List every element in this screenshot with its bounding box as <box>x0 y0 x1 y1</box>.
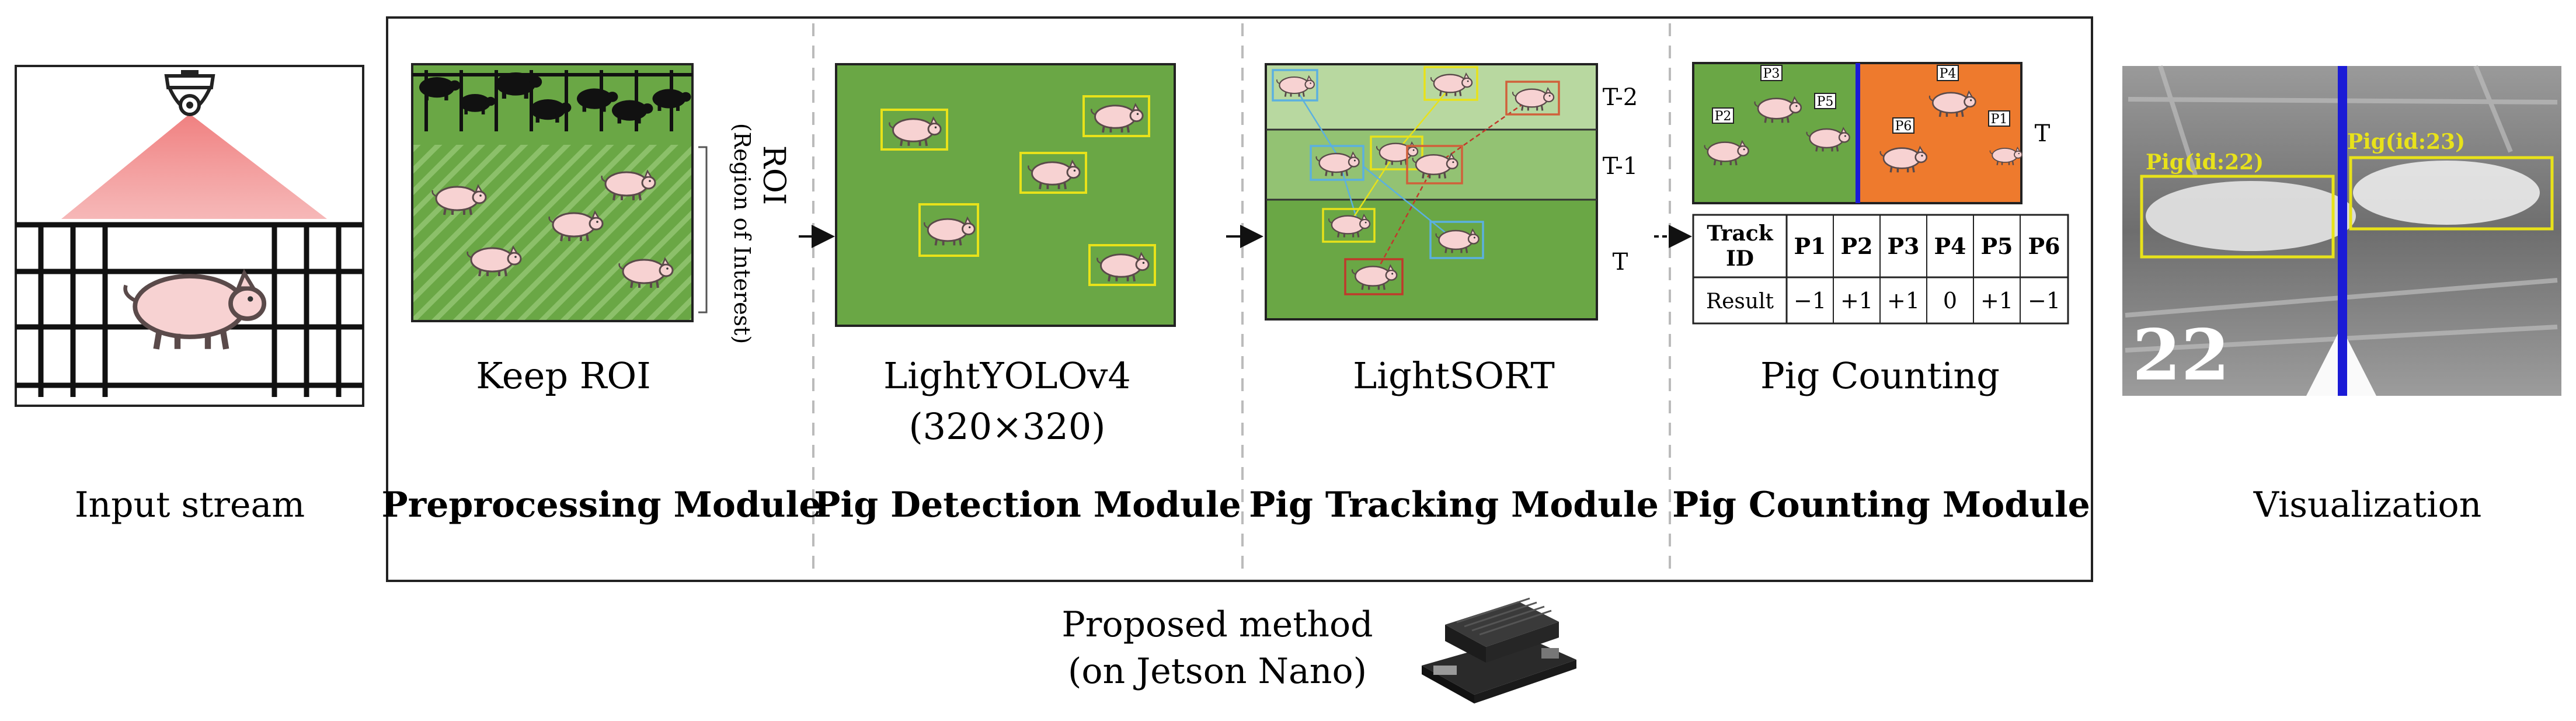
table-id-p1: P1 <box>1794 233 1826 259</box>
table-result-p3: +1 <box>1887 288 1920 314</box>
visualization-caption: Visualization <box>2253 485 2482 525</box>
table-header-id: ID <box>1726 246 1754 271</box>
bbox-pig-22 <box>2140 175 2335 259</box>
track-lines <box>1292 84 1530 275</box>
visualization-panel: Pig(id:22) Pig(id:23) 22 Visualization <box>2122 65 2561 525</box>
input-stream-caption: Input stream <box>75 485 305 525</box>
preprocessing-module: ROI (Region of Interest) Keep ROI Prepro… <box>382 63 821 525</box>
label-pig-23: Pig(id:23) <box>2347 130 2465 154</box>
preprocessing-module-label: Preprocessing Module <box>382 485 821 525</box>
module-dividers <box>812 23 1671 575</box>
table-result-p2: +1 <box>1840 288 1873 314</box>
table-row-result: Result <box>1706 290 1774 314</box>
roi-sublabel: (Region of Interest) <box>729 123 755 344</box>
roi-bracket <box>698 146 708 314</box>
proposed-method-frame <box>386 16 2093 582</box>
table-result-p4: 0 <box>1943 288 1957 314</box>
table-id-p6: P6 <box>2028 233 2060 259</box>
tag-p4: P4 <box>1940 67 1957 81</box>
label-pig-22: Pig(id:22) <box>2146 150 2264 175</box>
tag-p6: P6 <box>1895 119 1912 134</box>
table-id-p4: P4 <box>1934 233 1966 259</box>
tracking-module-label: Pig Tracking Module <box>1249 485 1659 525</box>
frame-label-t: T <box>1613 249 1628 276</box>
table-result-p1: −1 <box>1794 288 1826 314</box>
table-id-p5: P5 <box>1980 233 2013 259</box>
track-result-table: Track ID P1 P2 P3 P4 P5 P6 Result −1 +1 … <box>1692 214 2069 325</box>
detections <box>880 95 1156 286</box>
lightyolov4-input-size: (320×320) <box>908 405 1105 448</box>
table-id-p2: P2 <box>1840 233 1872 259</box>
masked-region <box>412 70 692 131</box>
pig-tags: P1 P2 P3 P4 P5 P6 <box>1712 65 2010 134</box>
pig-tracking-module: T-2 T-1 T LightSORT Pig Tracking Module <box>1249 63 1659 525</box>
roi-area <box>412 145 692 321</box>
visual-counting-line <box>2338 66 2347 396</box>
proposed-method-line1: Proposed method <box>1061 604 1373 645</box>
detection-module-label: Pig Detection Module <box>814 485 1241 525</box>
counting-frame-label: T <box>2035 120 2051 147</box>
pig-detection-module: LightYOLOv4 (320×320) Pig Detection Modu… <box>814 63 1241 525</box>
thermal-pig-left <box>2146 181 2356 251</box>
lightsort-label: LightSORT <box>1353 354 1555 397</box>
tag-p3: P3 <box>1763 67 1780 81</box>
frame-label-t-2: T-2 <box>1603 84 1638 111</box>
camera-icon <box>164 70 215 116</box>
table-id-p3: P3 <box>1887 233 1919 259</box>
tag-p1: P1 <box>1991 112 2008 127</box>
roi-label: ROI <box>756 145 791 205</box>
bbox-pig-23 <box>2349 156 2554 231</box>
table-header-track: Track <box>1707 221 1773 246</box>
counting-module-label: Pig Counting Module <box>1672 485 2090 525</box>
proposed-method-line2: (on Jetson Nano) <box>1068 651 1367 692</box>
table-result-p6: −1 <box>2028 288 2060 314</box>
frame-label-t-1: T-1 <box>1603 153 1638 180</box>
keep-roi-label: Keep ROI <box>476 354 650 397</box>
tag-p5: P5 <box>1817 95 1834 109</box>
table-result-p5: +1 <box>1980 288 2013 314</box>
pig-counting-label: Pig Counting <box>1760 354 2000 397</box>
pig-counting-module: P1 P2 P3 P4 P5 P6 T Track ID P1 <box>1672 62 2090 525</box>
tracked-boxes <box>1272 66 1560 295</box>
camera-view-cone <box>61 114 327 219</box>
input-stream-panel: Input stream <box>15 65 364 525</box>
thermal-pig-right <box>2353 161 2540 225</box>
tag-p2: P2 <box>1715 109 1732 124</box>
visual-count: 22 <box>2132 314 2230 396</box>
jetson-nano-icon <box>1422 597 1576 703</box>
lightyolov4-label: LightYOLOv4 <box>883 354 1131 397</box>
